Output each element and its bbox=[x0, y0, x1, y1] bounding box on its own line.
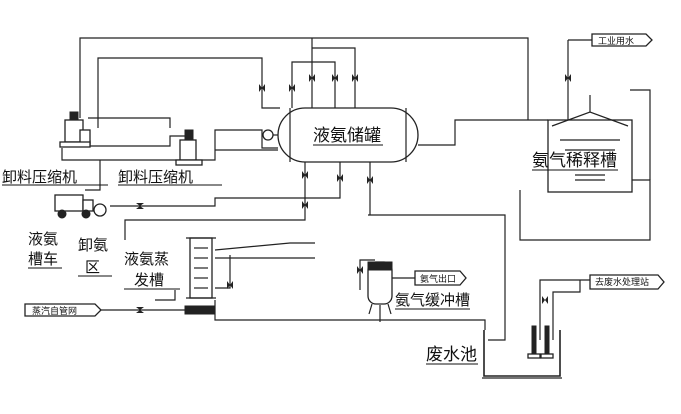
to-wastewater-label: 去废水处理站 bbox=[595, 276, 649, 288]
unloading-compressor-1 bbox=[59, 111, 91, 148]
unloading-compressor-2 bbox=[175, 129, 203, 166]
to-wastewater-station-tag: 去废水处理站 bbox=[589, 274, 665, 290]
compressor-2-label: 卸料压缩机 bbox=[118, 168, 193, 186]
ammonia-outlet-tag: 氨气出口 bbox=[414, 270, 467, 286]
steam-main-tag: 蒸汽自管网 bbox=[24, 303, 102, 317]
ammonia-outlet-label: 氨气出口 bbox=[420, 273, 456, 285]
compressor-1-label: 卸料压缩机 bbox=[2, 168, 77, 186]
valves bbox=[136, 74, 621, 313]
storage-tank-label: 液氨储罐 bbox=[313, 126, 381, 146]
tanker-label-line2: 槽车 bbox=[28, 250, 58, 268]
ammonia-dilution-tank bbox=[547, 95, 633, 193]
evaporator-label-line2: 发槽 bbox=[134, 271, 164, 289]
waste-water-pool bbox=[482, 325, 562, 379]
evaporator-label-line1: 液氨蒸 bbox=[124, 250, 169, 268]
dilution-tank-label: 氨气稀释槽 bbox=[532, 151, 617, 171]
tanker-label-line1: 液氨 bbox=[28, 230, 58, 248]
liquid-ammonia-storage-tank: 液氨储罐 bbox=[262, 107, 419, 163]
steam-main-label: 蒸汽自管网 bbox=[32, 305, 77, 317]
waste-pool-label: 废水池 bbox=[426, 345, 477, 365]
liquid-ammonia-evaporator bbox=[184, 237, 216, 315]
buffer-tank-label: 氨气缓冲槽 bbox=[395, 291, 470, 309]
industrial-water-tag: 工业用水 bbox=[591, 33, 653, 47]
tanker-truck bbox=[54, 194, 107, 219]
unload-area-label-line1: 卸氨 bbox=[78, 236, 108, 254]
ammonia-buffer-tank bbox=[367, 261, 393, 315]
pipe-network bbox=[61, 37, 651, 341]
unload-area-label-line2: 区 bbox=[85, 258, 100, 276]
industrial-water-label: 工业用水 bbox=[598, 35, 634, 47]
